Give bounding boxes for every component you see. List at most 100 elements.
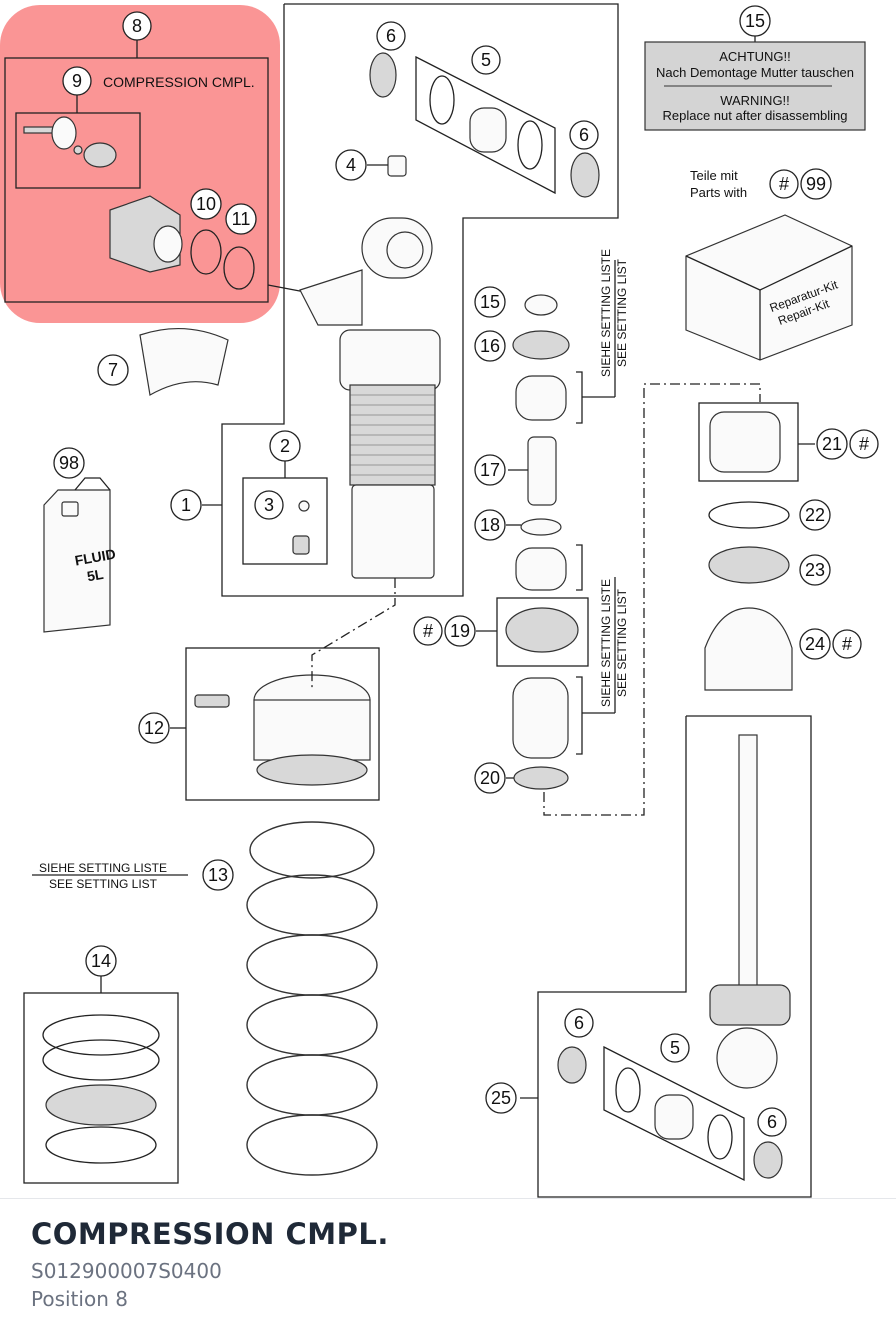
- warning-sign: ACHTUNG!! Nach Demontage Mutter tauschen…: [644, 33, 866, 131]
- callout-hash99[interactable]: [769, 169, 799, 199]
- callout-9[interactable]: [62, 66, 92, 96]
- callout-10-text: 10: [196, 194, 216, 214]
- callout-18[interactable]: [474, 509, 506, 541]
- callout-18-text: 18: [480, 515, 500, 535]
- callout-10[interactable]: [190, 188, 222, 220]
- right-stack: [698, 402, 799, 691]
- callout-4[interactable]: [335, 149, 367, 181]
- footer-position: Position 8: [31, 1287, 128, 1311]
- callout-hash19-text: #: [423, 621, 433, 641]
- callout-13[interactable]: [202, 859, 234, 891]
- callout-16[interactable]: [474, 330, 506, 362]
- callout-24[interactable]: [799, 628, 831, 660]
- footer-title: COMPRESSION CMPL.: [31, 1217, 389, 1251]
- callout-23-text: 23: [805, 560, 825, 580]
- warning-en-2: Replace nut after disassembling: [663, 108, 848, 123]
- callout-6c-text: 6: [574, 1013, 584, 1033]
- compression-group: COMPRESSION CMPL.: [4, 37, 306, 303]
- callout-21[interactable]: [816, 428, 848, 460]
- footer-panel: COMPRESSION CMPL. S012900007S0400 Positi…: [0, 1198, 896, 1336]
- callout-6a[interactable]: [376, 21, 406, 51]
- callout-hash24[interactable]: [832, 629, 862, 659]
- callout-23[interactable]: [799, 554, 831, 586]
- callout-98[interactable]: [53, 447, 85, 479]
- callout-6a-text: 6: [386, 26, 396, 46]
- callout-6d[interactable]: [757, 1107, 787, 1137]
- callout-2[interactable]: [269, 430, 301, 462]
- callout-7[interactable]: [97, 354, 129, 386]
- callout-19-text: 19: [450, 621, 470, 641]
- spring-adjuster-box: [185, 647, 380, 801]
- callout-hash21[interactable]: [849, 429, 879, 459]
- callout-8-text: 8: [132, 16, 142, 36]
- callout-12[interactable]: [138, 712, 170, 744]
- callout-hash19[interactable]: [413, 616, 443, 646]
- callout-7-text: 7: [108, 360, 118, 380]
- sleeve: [139, 328, 229, 396]
- compression-label: COMPRESSION CMPL.: [103, 74, 255, 90]
- callout-5a[interactable]: [471, 45, 501, 75]
- teile-mit-label: Teile mit: [690, 168, 738, 183]
- parts-with-label: Parts with: [690, 185, 747, 200]
- exploded-parts-diagram: COMPRESSION CMPL.: [0, 3, 879, 1198]
- callout-99[interactable]: [800, 168, 832, 200]
- callout-98-text: 98: [59, 453, 79, 473]
- see-label-3: SEE SETTING LIST: [49, 877, 158, 891]
- callout-11-text: 11: [232, 209, 251, 229]
- callout-22[interactable]: [799, 499, 831, 531]
- callout-4-text: 4: [346, 155, 356, 175]
- callout-17[interactable]: [474, 454, 506, 486]
- callout-6b[interactable]: [569, 120, 599, 150]
- callout-22-text: 22: [805, 505, 825, 525]
- callout-6b-text: 6: [579, 125, 589, 145]
- callout-hash24-text: #: [842, 634, 852, 654]
- callout-19[interactable]: [444, 615, 476, 647]
- fluid-label-1: FLUID: [73, 546, 116, 569]
- callout-20[interactable]: [474, 762, 506, 794]
- spring-seat-box: [23, 975, 179, 1184]
- callout-6d-text: 6: [767, 1112, 777, 1132]
- callout-5b[interactable]: [660, 1033, 690, 1063]
- callout-hash21-text: #: [859, 434, 869, 454]
- fluid-can: FLUID 5L: [43, 477, 117, 633]
- callout-25[interactable]: [485, 1082, 517, 1114]
- bearing-kit-top: [369, 52, 600, 198]
- callout-24-text: 24: [805, 634, 825, 654]
- callout-9-text: 9: [72, 71, 82, 91]
- callout-11[interactable]: [225, 203, 257, 235]
- callout-3[interactable]: [254, 490, 284, 520]
- callout-6c[interactable]: [564, 1008, 594, 1038]
- piston-rod-box: [537, 715, 812, 1198]
- callout-25-text: 25: [491, 1088, 511, 1108]
- callout-12-text: 12: [144, 718, 164, 738]
- callout-1[interactable]: [170, 489, 202, 521]
- callout-16-text: 16: [480, 336, 500, 356]
- see-label-2: SEE SETTING LIST: [615, 588, 629, 697]
- callout-99-text: 99: [806, 174, 826, 194]
- callout-13-text: 13: [208, 865, 228, 885]
- warning-de-1: ACHTUNG!!: [719, 49, 791, 64]
- damper-stack: SIEHE SETTING LISTE SEE SETTING LIST SIE…: [496, 249, 761, 816]
- callout-21-text: 21: [822, 434, 842, 454]
- callout-8[interactable]: [122, 11, 152, 41]
- callout-5a-text: 5: [481, 50, 491, 70]
- callout-17-text: 17: [480, 460, 500, 480]
- callout-14-text: 14: [91, 951, 111, 971]
- callout-14[interactable]: [85, 945, 117, 977]
- leader-lines: [170, 164, 815, 1099]
- callout-5b-text: 5: [670, 1038, 680, 1058]
- callout-15a[interactable]: [739, 5, 771, 37]
- fluid-label-2: 5L: [86, 566, 105, 585]
- callouts: [53, 5, 879, 1137]
- warning-en-1: WARNING!!: [720, 93, 790, 108]
- callout-1-text: 1: [181, 495, 191, 515]
- spring: [246, 821, 378, 1176]
- see-label-1: SEE SETTING LIST: [615, 258, 629, 367]
- shock-frame: [221, 3, 619, 597]
- siehe-label-3: SIEHE SETTING LISTE: [39, 861, 167, 875]
- callout-numbers: 8 9 10 11 6 5 6 4 15 # 99 7 98 1 2 3 15 …: [59, 11, 869, 1132]
- callout-2-text: 2: [280, 436, 290, 456]
- callout-3-text: 3: [264, 495, 274, 515]
- siehe-label-2: SIEHE SETTING LISTE: [599, 579, 613, 707]
- callout-15b[interactable]: [474, 286, 506, 318]
